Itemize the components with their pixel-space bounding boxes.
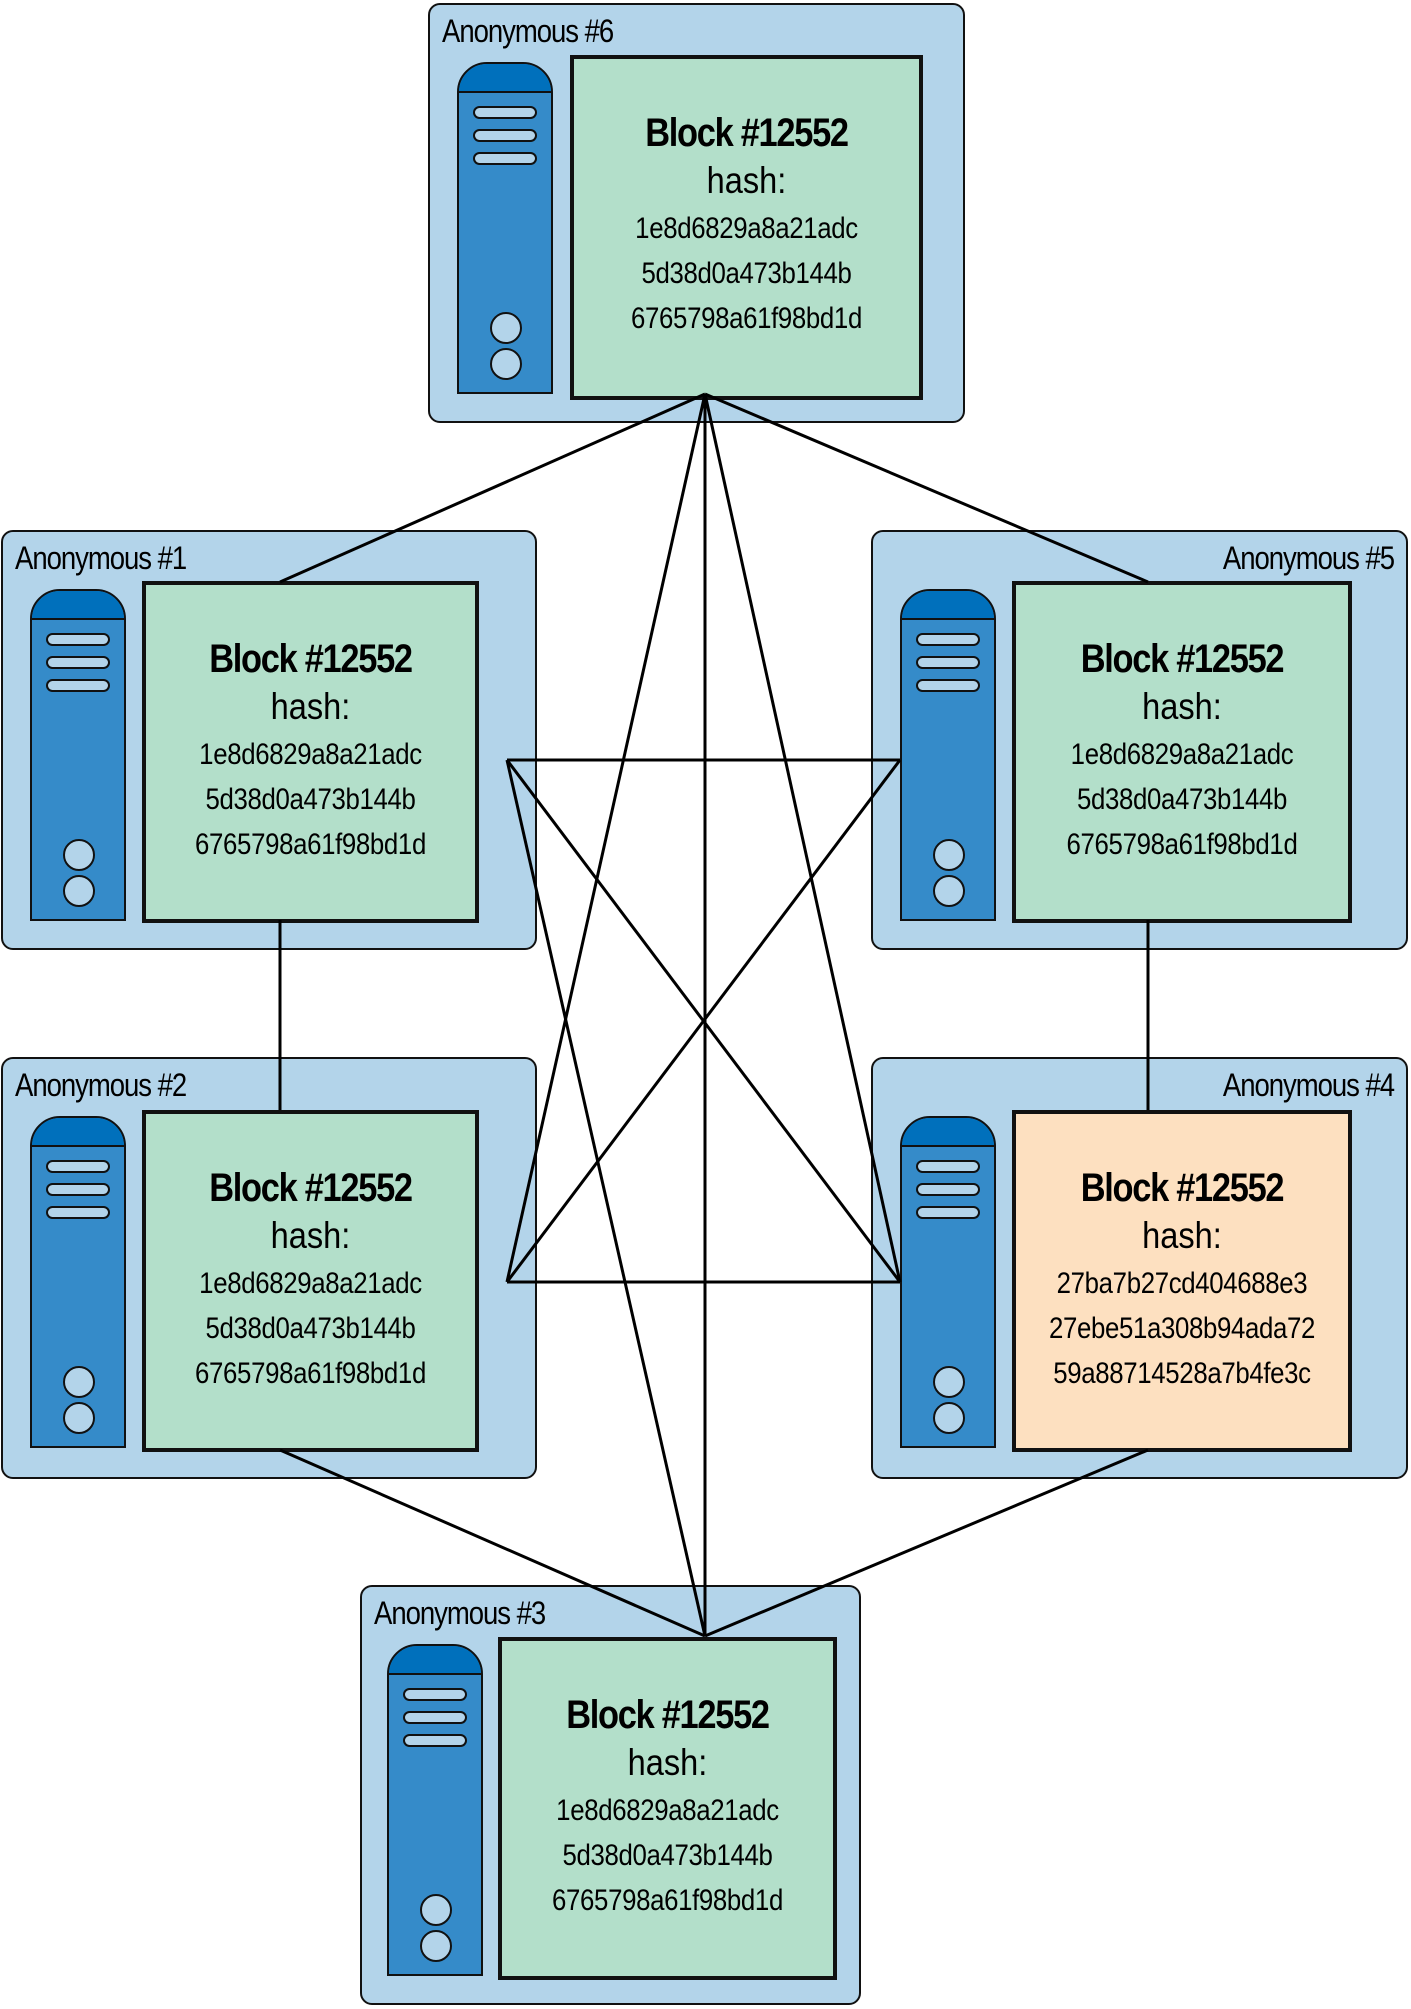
block-title: Block #12552 xyxy=(566,1693,770,1737)
hash-label: hash: xyxy=(270,1215,351,1256)
edge-n5-n2 xyxy=(505,759,902,1283)
server-led xyxy=(933,875,965,907)
server-slot xyxy=(916,1206,980,1219)
server-led xyxy=(490,312,522,344)
hash-line: 5d38d0a473b144b xyxy=(1076,783,1288,816)
node-label: Anonymous #4 xyxy=(1222,1067,1395,1103)
server-slot xyxy=(46,679,110,692)
block-card: Block #12552 hash: 1e8d6829a8a21adc 5d38… xyxy=(570,55,923,400)
block-card: Block #12552 hash: 1e8d6829a8a21adc 5d38… xyxy=(498,1637,837,1980)
server-slot xyxy=(473,129,537,142)
server-icon xyxy=(30,1116,126,1448)
server-slot xyxy=(916,656,980,669)
server-led xyxy=(933,1402,965,1434)
server-slot xyxy=(46,1160,110,1173)
hash-label: hash: xyxy=(706,160,787,201)
hash-label: hash: xyxy=(1142,686,1222,727)
server-led xyxy=(490,348,522,380)
hash-label: hash: xyxy=(270,686,351,727)
server-led xyxy=(933,1366,965,1398)
server-cap xyxy=(32,591,124,620)
hash-line: 1e8d6829a8a21adc xyxy=(556,1794,779,1827)
server-slot xyxy=(403,1688,467,1701)
node-label: Anonymous #5 xyxy=(1222,540,1395,576)
hash-line: 6765798a61f98bd1d xyxy=(195,1357,426,1390)
server-cap xyxy=(902,591,994,620)
hash-line: 5d38d0a473b144b xyxy=(205,783,416,816)
node-anonymous-5: Anonymous #5 Block #12552 hash: 1e8d6829… xyxy=(871,530,1408,950)
hash-line: 1e8d6829a8a21adc xyxy=(635,212,858,245)
server-cap xyxy=(459,64,551,93)
node-label: Anonymous #3 xyxy=(374,1595,546,1631)
server-led xyxy=(420,1894,452,1926)
block-title: Block #12552 xyxy=(1080,637,1285,681)
node-anonymous-1: Anonymous #1 Block #12552 hash: 1e8d6829… xyxy=(1,530,537,950)
hash-line: 5d38d0a473b144b xyxy=(641,257,852,290)
block-title: Block #12552 xyxy=(209,1166,413,1210)
server-slot xyxy=(403,1734,467,1747)
server-slot xyxy=(916,633,980,646)
node-anonymous-4: Anonymous #4 Block #12552 hash: 27ba7b27… xyxy=(871,1057,1408,1479)
block-card: Block #12552 hash: 1e8d6829a8a21adc 5d38… xyxy=(1012,581,1352,923)
hash-line: 59a88714528a7b4fe3c xyxy=(1053,1357,1311,1390)
node-label: Anonymous #1 xyxy=(15,540,187,576)
server-cap xyxy=(902,1118,994,1147)
hash-label: hash: xyxy=(627,1742,708,1783)
hash-line: 6765798a61f98bd1d xyxy=(1066,828,1298,861)
hash-line: 5d38d0a473b144b xyxy=(205,1312,416,1345)
server-slot xyxy=(403,1711,467,1724)
block-card: Block #12552 hash: 1e8d6829a8a21adc 5d38… xyxy=(142,1110,479,1452)
server-slot xyxy=(916,1183,980,1196)
hash-line: 5d38d0a473b144b xyxy=(562,1839,773,1872)
hash-line: 27ba7b27cd404688e3 xyxy=(1056,1267,1308,1300)
server-slot xyxy=(916,679,980,692)
server-slot xyxy=(916,1160,980,1173)
hash-line: 6765798a61f98bd1d xyxy=(552,1884,783,1917)
node-anonymous-3: Anonymous #3 Block #12552 hash: 1e8d6829… xyxy=(360,1585,861,2005)
server-slot xyxy=(473,152,537,165)
hash-line: 6765798a61f98bd1d xyxy=(195,828,426,861)
hash-line: 1e8d6829a8a21adc xyxy=(199,1267,422,1300)
block-card-divergent: Block #12552 hash: 27ba7b27cd404688e3 27… xyxy=(1012,1110,1352,1452)
node-anonymous-6: Anonymous #6 Block #12552 hash: 1e8d6829… xyxy=(428,3,965,423)
node-anonymous-2: Anonymous #2 Block #12552 hash: 1e8d6829… xyxy=(1,1057,537,1479)
block-title: Block #12552 xyxy=(209,637,413,681)
block-card: Block #12552 hash: 1e8d6829a8a21adc 5d38… xyxy=(142,581,479,923)
server-icon xyxy=(30,589,126,921)
hash-line: 1e8d6829a8a21adc xyxy=(1070,738,1294,771)
server-slot xyxy=(46,1183,110,1196)
hash-line: 1e8d6829a8a21adc xyxy=(199,738,422,771)
server-led xyxy=(420,1930,452,1962)
hash-line: 27ebe51a308b94ada72 xyxy=(1048,1312,1316,1345)
node-label: Anonymous #6 xyxy=(442,13,614,49)
server-icon xyxy=(900,589,996,921)
server-led xyxy=(63,839,95,871)
server-led xyxy=(63,875,95,907)
server-slot xyxy=(46,633,110,646)
server-led xyxy=(63,1402,95,1434)
block-title: Block #12552 xyxy=(645,111,849,155)
hash-label: hash: xyxy=(1142,1215,1222,1256)
server-cap xyxy=(32,1118,124,1147)
server-led xyxy=(933,839,965,871)
edge-n1-n4 xyxy=(505,759,902,1283)
server-slot xyxy=(46,656,110,669)
server-slot xyxy=(46,1206,110,1219)
server-slot xyxy=(473,106,537,119)
server-led xyxy=(63,1366,95,1398)
server-cap xyxy=(389,1646,481,1675)
server-icon xyxy=(900,1116,996,1448)
hash-line: 6765798a61f98bd1d xyxy=(631,302,862,335)
server-icon xyxy=(387,1644,483,1976)
server-icon xyxy=(457,62,553,394)
node-label: Anonymous #2 xyxy=(15,1067,187,1103)
block-title: Block #12552 xyxy=(1080,1166,1285,1210)
